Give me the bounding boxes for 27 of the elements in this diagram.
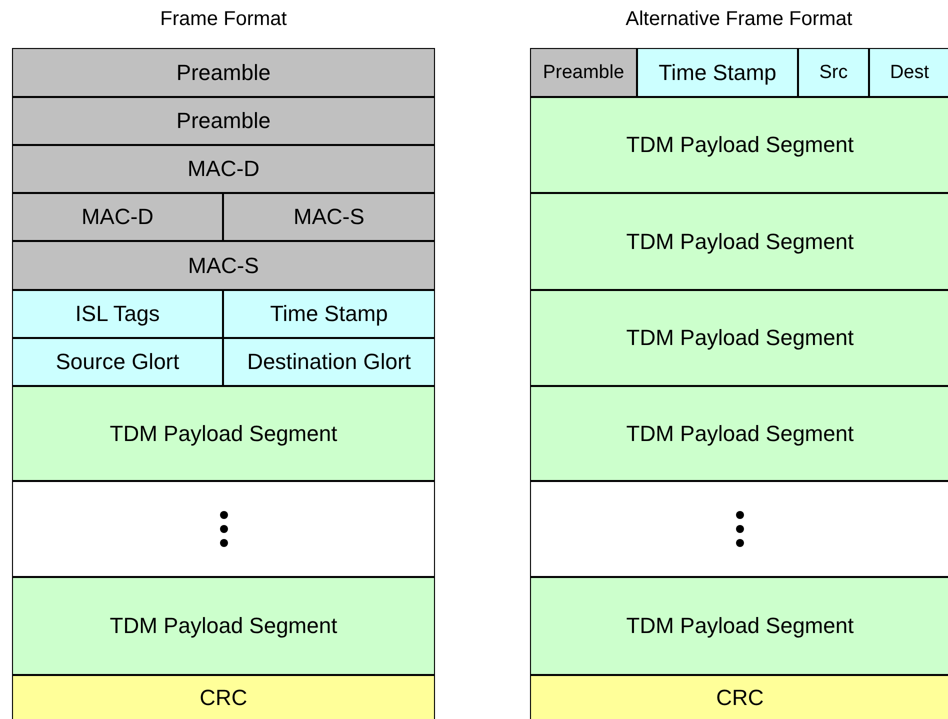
frame-field: Destination Glort — [223, 338, 435, 386]
frame-field: Preamble — [12, 48, 435, 97]
frame-field: MAC-D — [12, 145, 435, 193]
frame-field: TDM Payload Segment — [530, 290, 948, 386]
frame-field: Dest — [869, 48, 948, 97]
frame-field: ISL Tags — [12, 290, 223, 338]
frame-field: Preamble — [12, 97, 435, 145]
ellipsis-row — [530, 481, 948, 577]
frame-field: TDM Payload Segment — [12, 386, 435, 481]
frame-field: Time Stamp — [223, 290, 435, 338]
frame-field: Time Stamp — [637, 48, 798, 97]
frame-field: MAC-S — [12, 241, 435, 290]
ellipsis-row — [12, 481, 435, 577]
frame-field: TDM Payload Segment — [12, 577, 435, 675]
table-heading: Frame Format — [159, 8, 288, 31]
frame-field: Source Glort — [12, 338, 223, 386]
frame-field: CRC — [12, 675, 435, 719]
frame-field: Src — [798, 48, 869, 97]
frame-field: TDM Payload Segment — [530, 193, 948, 290]
frame-field: TDM Payload Segment — [530, 97, 948, 193]
table-heading: Alternative Frame Format — [624, 8, 854, 31]
frame-field: Preamble — [530, 48, 637, 97]
frame-field: CRC — [530, 675, 948, 719]
frame-field: TDM Payload Segment — [530, 577, 948, 675]
frame-field: MAC-S — [223, 193, 435, 241]
frame-field: MAC-D — [12, 193, 223, 241]
frame-field: TDM Payload Segment — [530, 386, 948, 481]
